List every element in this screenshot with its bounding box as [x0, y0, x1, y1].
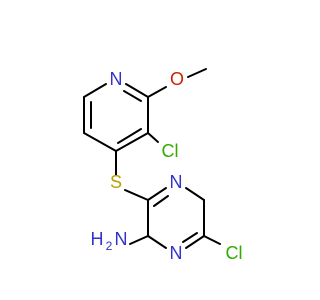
bond [83, 132, 117, 152]
bond [125, 83, 149, 98]
bond [147, 86, 167, 98]
bond [115, 132, 149, 152]
pyridine-chlorine-label: Cl [162, 141, 179, 161]
bond [147, 187, 167, 201]
pyridine-nitrogen-label: N [110, 69, 123, 89]
bond [203, 235, 221, 245]
bond [185, 187, 205, 201]
pyrazine-nitrogen-top-label: N [170, 172, 183, 192]
amine-nitrogen-label: N [115, 229, 128, 249]
pyrazine-nitrogen-bottom-label: N [170, 243, 183, 263]
pyrazine-chlorine-label: Cl [226, 243, 243, 263]
sulfur-label: S [110, 172, 122, 192]
amine-hydrogen-label: H [91, 229, 104, 249]
bond [185, 235, 205, 249]
bond [187, 68, 207, 78]
bond [129, 235, 149, 245]
bond [147, 235, 167, 249]
bond [83, 83, 107, 98]
bond-lines [83, 68, 221, 249]
bond [153, 195, 169, 207]
bond [147, 132, 159, 143]
amine-subscript-label: 2 [106, 239, 113, 253]
methoxy-oxygen-label: O [170, 69, 184, 89]
structure-canvas: N O Cl S N N Cl H 2 N [83, 68, 243, 263]
chemical-structure-diagram: N O Cl S N N Cl H 2 N [83, 68, 243, 263]
bond [123, 90, 142, 102]
atom-labels: N O Cl S N N Cl H 2 N [91, 69, 243, 263]
bond [124, 189, 149, 201]
bond [182, 232, 198, 243]
bond [117, 128, 142, 144]
